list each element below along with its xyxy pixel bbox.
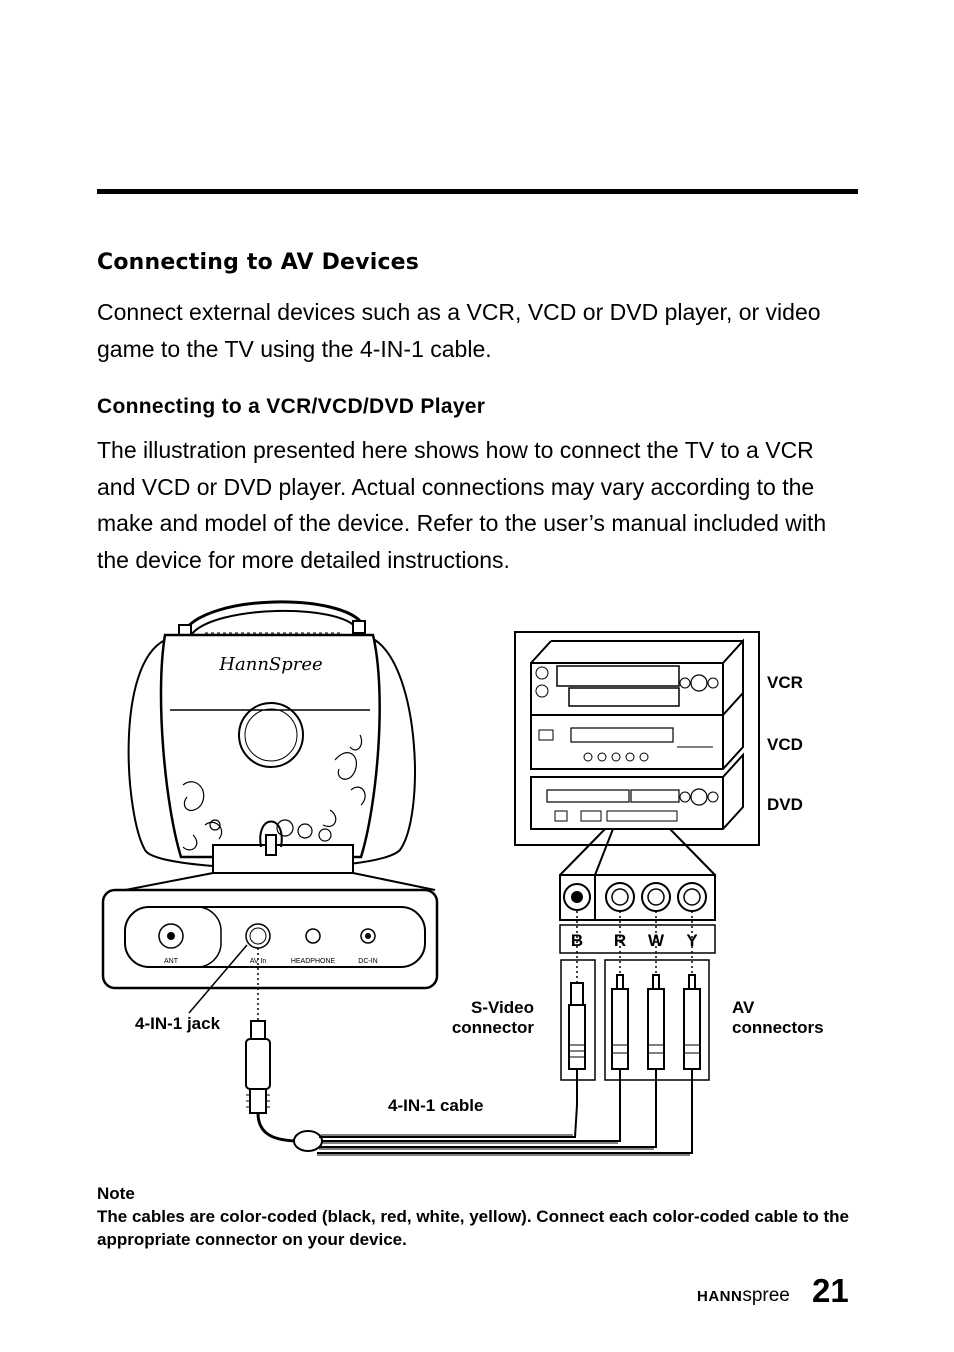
connector-letter-r: R [614,931,626,950]
label-av-line2: connectors [732,1018,824,1037]
plug-group [560,959,710,1081]
tv-illustration: HannSpree [101,600,439,1014]
brand-logo: HANNspree [697,1285,790,1307]
label-4in1-cable: 4-IN-1 cable [388,1096,483,1115]
port-label-av-in: AV In [250,958,267,965]
note-title: Note [97,1184,135,1203]
intro-paragraph: Connect external devices such as a VCR, … [97,299,821,362]
note-block: Note The cables are color-coded (black, … [97,1182,857,1251]
device-label-dvd: DVD [767,795,803,814]
connector-panel: B R W Y [559,874,716,985]
label-svideo-line1: S-Video [471,998,534,1017]
connector-letter-w: W [648,931,665,950]
page-number: 21 [812,1272,849,1309]
device-stack: VCR VCD DVD [514,631,803,876]
body-paragraph: The illustration presented here shows ho… [97,437,827,573]
label-svideo-line2: connector [452,1018,535,1037]
connector-letter-b: B [571,931,583,950]
header-rule [97,189,858,194]
connector-letter-y: Y [686,931,698,950]
port-label-dc-in: DC-IN [358,958,377,965]
label-4in1-jack: 4-IN-1 jack [135,1014,221,1033]
note-text: The cables are color-coded (black, red, … [97,1207,849,1249]
brand-light: spree [742,1285,790,1306]
port-label-headphone: HEADPHONE [291,958,336,965]
connection-diagram: HannSpree [95,585,855,1170]
subsection-title: Connecting to a VCR/VCD/DVD Player [97,395,486,418]
port-label-ant: ANT [164,958,179,965]
device-label-vcr: VCR [767,673,803,692]
brand-bold: HANN [697,1288,743,1305]
cable [245,948,693,1156]
device-label-vcd: VCD [767,735,803,754]
section-title: Connecting to AV Devices [97,250,420,275]
tv-logo: HannSpree [218,654,322,675]
label-av-line1: AV [732,998,755,1017]
